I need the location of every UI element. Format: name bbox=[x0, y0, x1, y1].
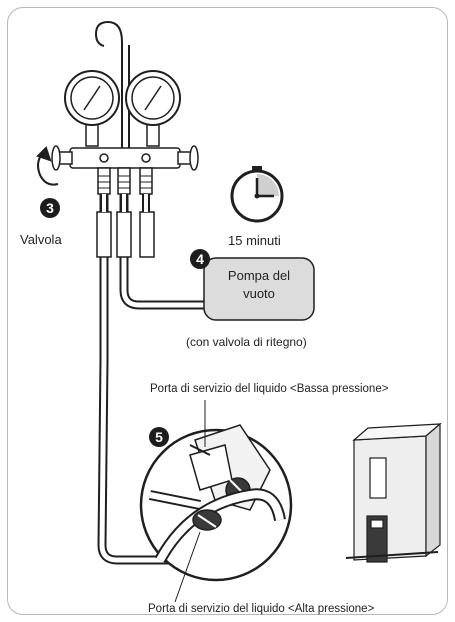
high-pressure-port-label: Porta di servizio del liquido <Alta pres… bbox=[148, 603, 375, 615]
outdoor-unit bbox=[345, 422, 442, 563]
step-3-badge: 3 bbox=[40, 198, 60, 218]
step-4-badge: 4 bbox=[190, 249, 210, 269]
low-pressure-port-label: Porta di servizio del liquido <Bassa pre… bbox=[150, 383, 389, 395]
vacuum-pump-box bbox=[203, 257, 315, 321]
valve-label: Valvola bbox=[20, 232, 62, 247]
vacuum-hose bbox=[97, 195, 205, 565]
service-port-detail bbox=[139, 400, 293, 603]
vacuum-pump-label-line2: vuoto bbox=[243, 286, 275, 301]
check-valve-label: (con valvola di ritegno) bbox=[186, 335, 307, 349]
vacuum-pump-label-line1: Pompa del bbox=[227, 268, 291, 283]
rotate-arrow-icon bbox=[36, 146, 59, 186]
time-label: 15 minuti bbox=[228, 233, 281, 248]
step-5-badge: 5 bbox=[149, 427, 169, 447]
diagram-frame bbox=[7, 7, 448, 615]
manifold-gauge-set bbox=[51, 20, 199, 258]
clock-icon bbox=[230, 166, 284, 223]
